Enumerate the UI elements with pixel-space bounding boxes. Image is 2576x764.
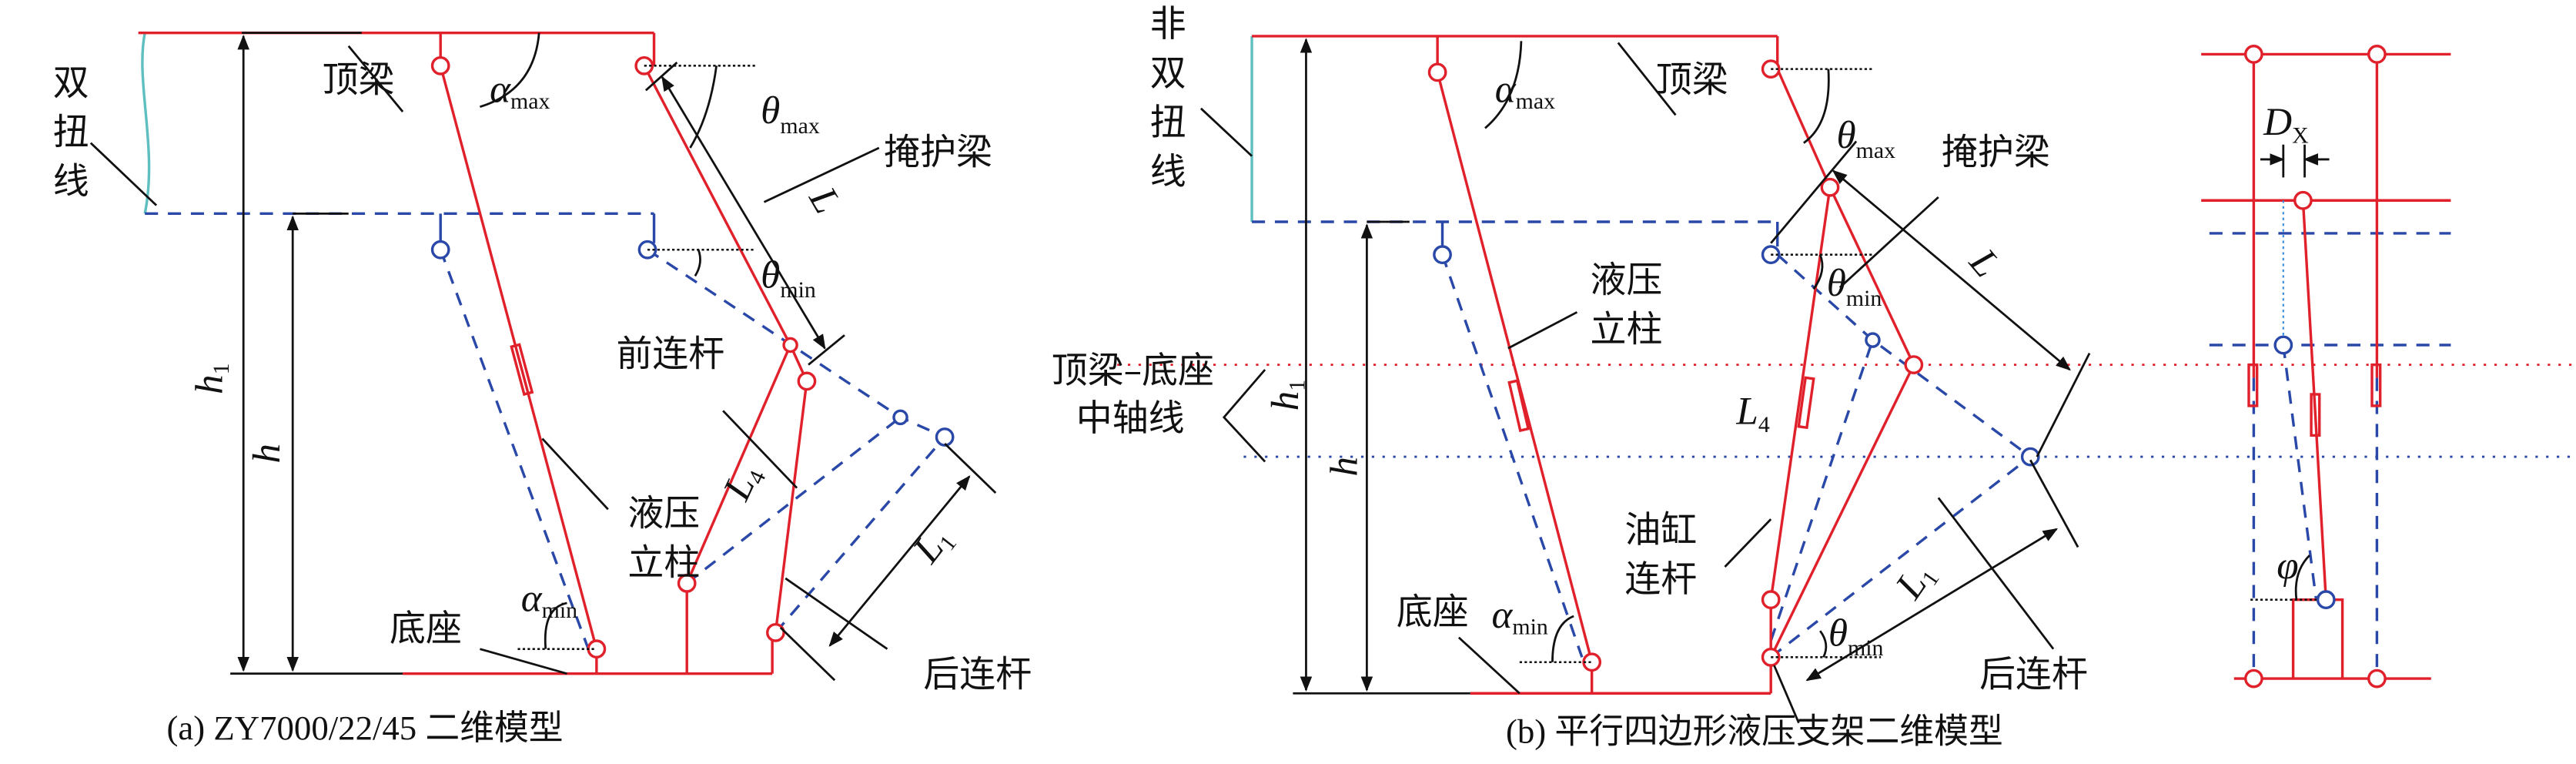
panel-b-labels: 非 双 扭 线 顶梁 掩护梁 液压 立柱 顶梁–底座 中轴线 油缸 连杆 底座 … bbox=[1052, 3, 2088, 750]
rear-link-min bbox=[774, 436, 946, 634]
label-top-beam: 顶梁 bbox=[1656, 59, 1728, 101]
label-axis-2: 中轴线 bbox=[1076, 397, 1185, 440]
alpha-max: αmax bbox=[1495, 67, 1555, 114]
hinge bbox=[892, 409, 908, 426]
front-link-min bbox=[686, 416, 902, 585]
label-column-2: 立柱 bbox=[1591, 309, 1663, 351]
theta-min: θmin bbox=[1827, 261, 1882, 311]
alpha-max: αmax bbox=[490, 67, 550, 114]
cylinder-mark bbox=[510, 343, 534, 397]
double-twist-line bbox=[141, 32, 151, 214]
label-non-double-twist-1: 非 bbox=[1150, 3, 1186, 45]
h-label: h bbox=[245, 444, 289, 464]
h1-label: h1 bbox=[187, 363, 234, 394]
panel-a: 双 扭 线 顶梁 掩护梁 前连杆 液压 立柱 底座 后连杆 αmax θmax … bbox=[53, 31, 1032, 747]
cylinder-link-max bbox=[1769, 186, 1832, 600]
label-cylinder-link-2: 连杆 bbox=[1624, 558, 1697, 601]
label-base: 底座 bbox=[1397, 591, 1469, 634]
label-base: 底座 bbox=[390, 608, 462, 650]
L-label: L bbox=[800, 179, 849, 221]
caption-b: (b) 平行四边形液压支架二维模型 bbox=[1506, 712, 2003, 750]
label-axis-1: 顶梁–底座 bbox=[1052, 350, 1214, 392]
label-non-double-twist-4: 线 bbox=[1150, 151, 1186, 193]
caption-a: (a) ZY7000/22/45 二维模型 bbox=[167, 709, 564, 747]
label-column-2: 立柱 bbox=[627, 542, 700, 585]
label-double-twist-1: 双 bbox=[53, 62, 89, 105]
hinge bbox=[677, 573, 697, 593]
column-min bbox=[439, 249, 590, 650]
hinge bbox=[766, 622, 785, 642]
label-front-link: 前连杆 bbox=[616, 333, 724, 376]
label-rear-link: 后连杆 bbox=[1979, 654, 2088, 696]
L4-label: L4 bbox=[1735, 389, 1769, 437]
cylinder-link-min bbox=[1769, 340, 1875, 642]
rear-link-min bbox=[1770, 455, 2032, 658]
hinge bbox=[797, 371, 817, 391]
label-non-double-twist-3: 扭 bbox=[1150, 102, 1186, 144]
hinge bbox=[935, 427, 955, 447]
hinge bbox=[430, 55, 450, 75]
L-arrow bbox=[1832, 169, 2071, 371]
theta-max: θmax bbox=[761, 89, 820, 139]
alpha-min: αmin bbox=[1492, 593, 1548, 640]
label-top-beam: 顶梁 bbox=[323, 59, 395, 101]
L1-label: L1 bbox=[1886, 554, 1944, 608]
column-min bbox=[1440, 254, 1584, 658]
alpha-min: αmin bbox=[521, 577, 577, 624]
Dx-label: DX bbox=[2263, 100, 2309, 149]
L-arrow bbox=[661, 75, 826, 350]
label-non-double-twist-2: 双 bbox=[1150, 52, 1186, 95]
label-rear-link: 后连杆 bbox=[923, 654, 1032, 696]
L-label: L bbox=[1960, 240, 2009, 286]
column-max bbox=[1436, 72, 1594, 663]
h-label: h bbox=[1323, 457, 1367, 477]
rear-link-max bbox=[774, 380, 808, 633]
h1-label: h1 bbox=[1263, 380, 1310, 411]
label-shield-beam: 掩护梁 bbox=[884, 131, 992, 173]
L1-label: L1 bbox=[904, 518, 962, 573]
phi-label: φ bbox=[2277, 544, 2298, 588]
label-cylinder-link-1: 油缸 bbox=[1624, 509, 1697, 551]
front-link-max bbox=[685, 344, 792, 585]
label-double-twist-3: 线 bbox=[53, 161, 89, 203]
theta-min-lower: θmin bbox=[1828, 611, 1884, 661]
column-max bbox=[439, 65, 598, 650]
label-shield-beam: 掩护梁 bbox=[1942, 131, 2050, 173]
L1-arrow bbox=[828, 475, 971, 647]
label-column-1: 液压 bbox=[1591, 260, 1663, 302]
theta-min: θmin bbox=[761, 253, 816, 303]
label-double-twist-2: 扭 bbox=[53, 112, 89, 154]
panel-b: 非 双 扭 线 顶梁 掩护梁 液压 立柱 顶梁–底座 中轴线 油缸 连杆 底座 … bbox=[1052, 3, 2576, 750]
panel-a-labels: 双 扭 线 顶梁 掩护梁 前连杆 液压 立柱 底座 后连杆 αmax θmax … bbox=[53, 59, 1032, 747]
theta-max: θmax bbox=[1837, 113, 1896, 163]
label-column-1: 液压 bbox=[627, 493, 700, 535]
rear-link-max bbox=[1769, 364, 1915, 658]
hinge bbox=[782, 337, 798, 354]
side-view: DX φ bbox=[2201, 45, 2451, 689]
hinge bbox=[430, 240, 450, 260]
hinge bbox=[587, 639, 607, 659]
L1-arrow bbox=[1805, 528, 2059, 682]
